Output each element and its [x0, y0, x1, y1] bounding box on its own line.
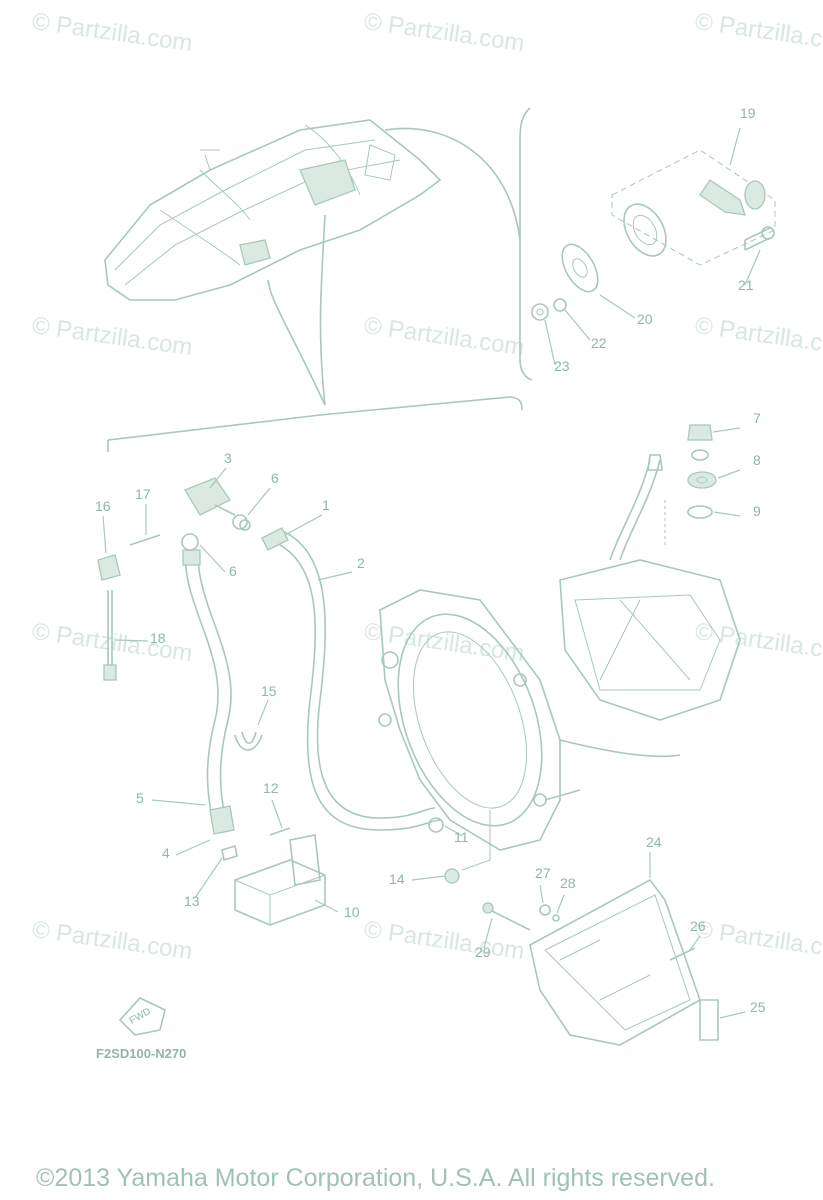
callout-labels: 1234566789101112131415161718192021222324… — [95, 105, 766, 1015]
clip-and-tie — [97, 504, 161, 681]
callout-8: 8 — [753, 452, 761, 468]
fasteners — [411, 810, 491, 884]
callout-17: 17 — [135, 486, 151, 502]
callout-26: 26 — [690, 918, 706, 934]
watercraft-overview — [104, 119, 442, 301]
callout-7: 7 — [753, 410, 761, 426]
callout-19: 19 — [740, 105, 756, 121]
callout-18: 18 — [150, 630, 166, 646]
callout-27: 27 — [535, 865, 551, 881]
callout-3: 3 — [224, 450, 232, 466]
callout-10: 10 — [344, 904, 360, 920]
callout-25: 25 — [750, 999, 766, 1015]
callout-29: 29 — [475, 944, 491, 960]
control-box — [194, 799, 339, 926]
callout-15: 15 — [261, 683, 277, 699]
long-hose — [261, 514, 441, 831]
callout-4: 4 — [162, 845, 170, 861]
drain-plug-detail — [531, 127, 776, 366]
fwd-label: FWD — [128, 1006, 153, 1027]
ride-plate — [482, 852, 746, 1046]
indicator-lines — [107, 107, 533, 452]
callout-24: 24 — [646, 834, 662, 850]
short-hose — [151, 549, 235, 856]
callout-6a: 6 — [271, 470, 279, 486]
callout-14: 14 — [389, 871, 405, 887]
callout-6b: 6 — [229, 563, 237, 579]
callout-21: 21 — [738, 277, 754, 293]
diagram-code: F2SD100-N270 — [96, 1046, 187, 1061]
callout-16: 16 — [95, 498, 111, 514]
copyright-notice: ©2013 Yamaha Motor Corporation, U.S.A. A… — [36, 1164, 715, 1192]
callout-9: 9 — [753, 503, 761, 519]
callout-23: 23 — [554, 358, 570, 374]
callout-20: 20 — [637, 311, 653, 327]
jet-pump-housing — [378, 559, 741, 851]
callout-5: 5 — [136, 790, 144, 806]
callout-1: 1 — [322, 497, 330, 513]
bilge-pipe — [609, 424, 741, 561]
callout-22: 22 — [591, 335, 607, 351]
hose-fitting — [181, 467, 271, 573]
callout-13: 13 — [184, 893, 200, 909]
hose-clip — [234, 699, 269, 751]
callout-28: 28 — [560, 875, 576, 891]
fwd-arrow-icon: FWD — [118, 997, 166, 1036]
callout-2: 2 — [357, 555, 365, 571]
callout-11: 11 — [454, 829, 469, 845]
callout-12: 12 — [263, 780, 279, 796]
